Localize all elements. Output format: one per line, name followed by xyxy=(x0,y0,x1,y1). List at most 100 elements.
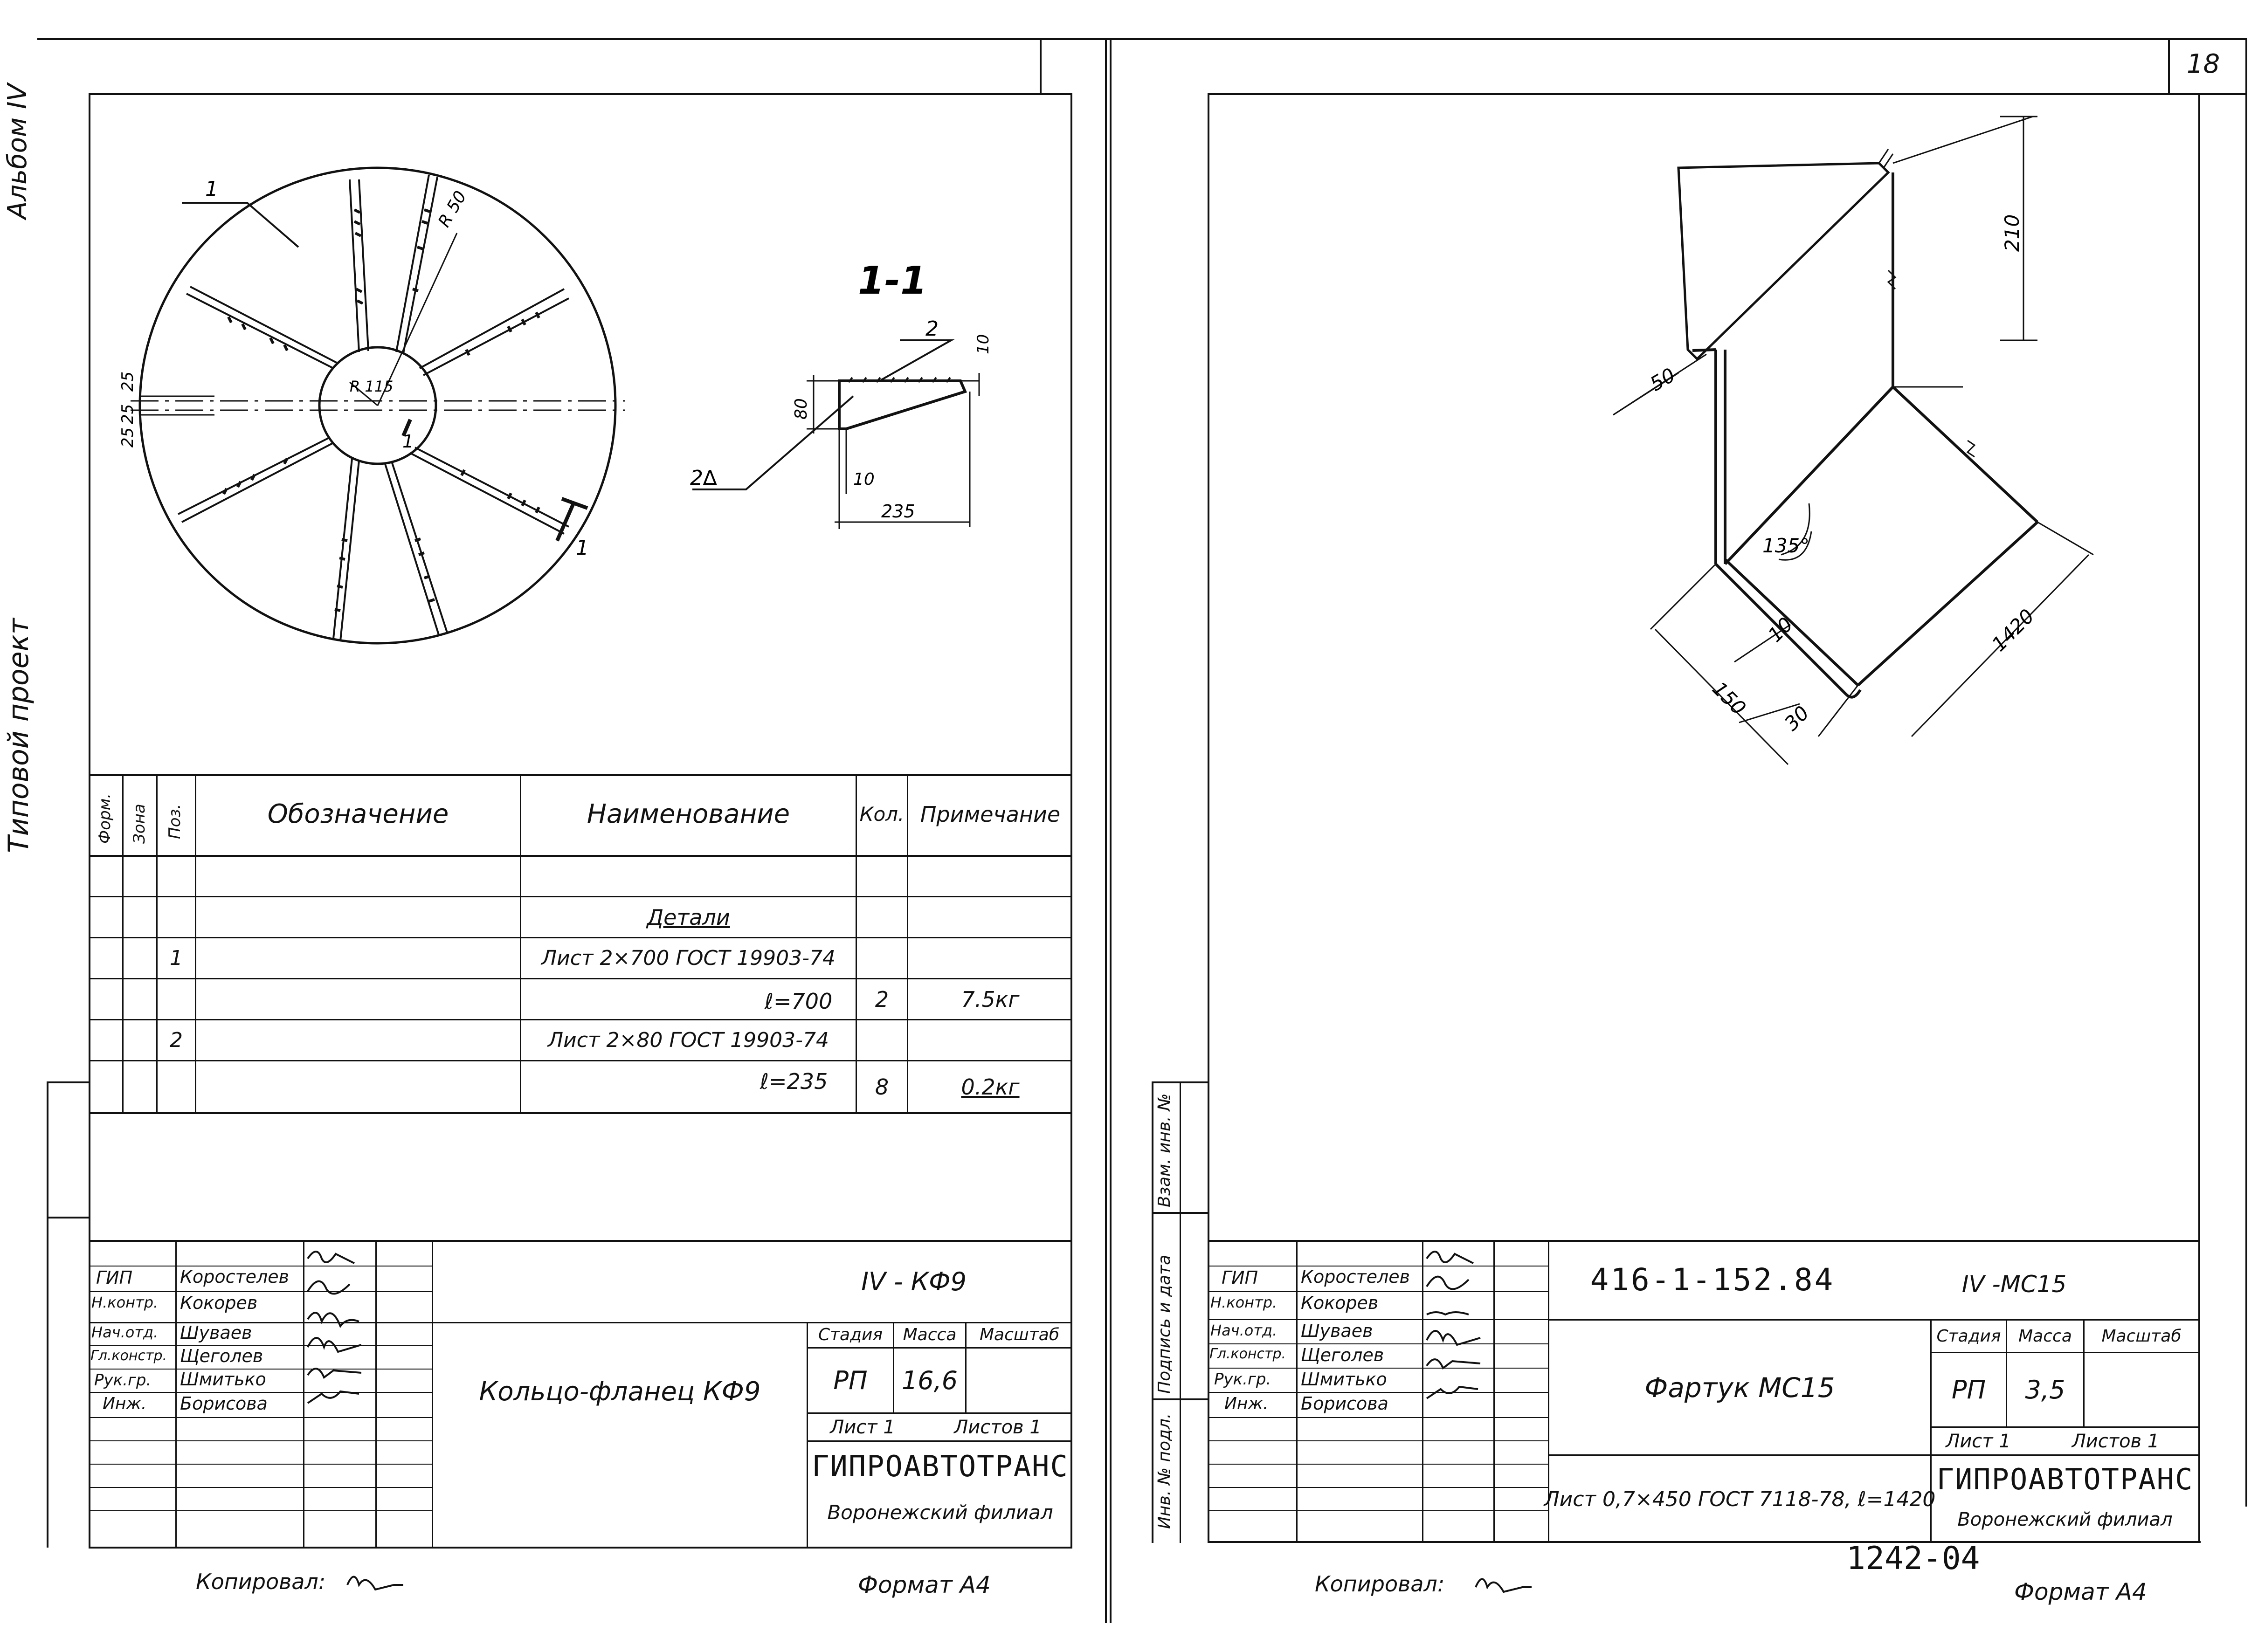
spec-row-note: 7.5кг xyxy=(961,986,1020,1012)
drawing-code: IV -МС15 xyxy=(1961,1271,2067,1298)
signer-role: Гл.констр. xyxy=(1209,1346,1286,1362)
copied-label: Копировал: xyxy=(196,1569,326,1594)
scale-label: Масштаб xyxy=(979,1325,1060,1344)
header-note: Примечание xyxy=(920,802,1061,827)
signer-role: Рук.гр. xyxy=(94,1371,152,1390)
copied-label: Копировал: xyxy=(1315,1571,1445,1597)
dim-1420: 1420 xyxy=(1987,605,2038,656)
section-dim-10-bottom: 10 xyxy=(853,470,875,489)
flange-drawing: 1 R 50 R 115 25 25 25 1 1 1-1 2 2∆ 10 80… xyxy=(118,166,993,645)
signer-name: Борисова xyxy=(1301,1393,1388,1414)
stage-value: РП xyxy=(833,1365,868,1395)
signer-role: Н.контр. xyxy=(91,1294,159,1311)
album-label: Альбом IV xyxy=(2,83,33,219)
scale-label: Масштаб xyxy=(2101,1326,2182,1346)
signer-role: ГИП xyxy=(1222,1267,1258,1288)
org-branch: Воронежский филиал xyxy=(827,1501,1053,1524)
flange-outer-circle xyxy=(138,166,617,645)
sheet-number: Лист 1 xyxy=(1946,1430,2011,1452)
side-label-inv: Инв. № подл. xyxy=(1155,1413,1174,1529)
signer-role: Гл.констр. xyxy=(90,1348,167,1364)
spec-row-qty: 8 xyxy=(875,1074,889,1100)
sheets-total: Листов 1 xyxy=(954,1416,1042,1438)
spec-row-pos: 2 xyxy=(170,1028,183,1052)
signer-name: Коростелев xyxy=(180,1267,290,1287)
dim-25c: 25 xyxy=(118,427,137,447)
header-format: Форм. xyxy=(96,793,114,844)
dim-210: 210 xyxy=(2001,214,2023,252)
flange-inner-circle xyxy=(318,346,437,465)
sheet-number: Лист 1 xyxy=(830,1416,895,1438)
signer-role: Нач.отд. xyxy=(91,1323,159,1341)
signer-name: Кокорев xyxy=(1301,1293,1379,1313)
signer-role: Н.контр. xyxy=(1210,1294,1277,1311)
stage-value: РП xyxy=(1951,1375,1986,1404)
title-block-right: ГИП Коростелев Н.контр. Кокорев Нач.отд.… xyxy=(1208,1240,2198,1543)
mass-value: 3,5 xyxy=(2025,1375,2065,1404)
dim-25a: 25 xyxy=(118,372,137,392)
spec-row-note: 0.2кг xyxy=(961,1074,1020,1100)
signer-role: Рук.гр. xyxy=(1214,1370,1271,1389)
header-name: Наименование xyxy=(587,799,790,829)
spec-row-name: Лист 2×700 ГОСТ 19903-74 xyxy=(541,946,836,970)
signatures xyxy=(307,1251,362,1404)
format-label: Формат А4 xyxy=(858,1571,991,1598)
cut-mark-a: 1 xyxy=(576,536,589,560)
signer-role: Нач.отд. xyxy=(1210,1322,1277,1339)
stage-label: Стадия xyxy=(1936,1326,2001,1346)
doc-number: 416-1-152.84 xyxy=(1590,1261,1835,1298)
signer-name: Щеголев xyxy=(1301,1345,1384,1365)
org-name: ГИПРОАВТОТРАНС xyxy=(812,1449,1069,1483)
right-sheet: 18 Инв. № подл. Подпись и дата Взам. инв… xyxy=(1110,0,2258,1652)
mass-label: Масса xyxy=(2018,1326,2072,1346)
org-name: ГИПРОАВТОТРАНС xyxy=(1936,1462,2194,1496)
callout-part1: 1 xyxy=(205,177,218,201)
project-label: Типовой проект xyxy=(2,618,35,853)
org-branch: Воронежский филиал xyxy=(1957,1509,2173,1530)
signer-name: Коростелев xyxy=(1301,1267,1410,1287)
material-line: Лист 0,7×450 ГОСТ 7118-78, ℓ=1420 xyxy=(1544,1487,1936,1511)
drawing-code: IV - КФ9 xyxy=(861,1267,967,1296)
signer-name: Шмитько xyxy=(180,1369,266,1390)
mass-label: Масса xyxy=(903,1325,957,1344)
spec-row-name: Лист 2×80 ГОСТ 19903-74 xyxy=(548,1028,829,1052)
section-dim-10-top: 10 xyxy=(974,334,993,354)
header-pos: Поз. xyxy=(166,804,184,839)
header-zone: Зона xyxy=(130,804,149,844)
signer-name: Шуваев xyxy=(1301,1321,1373,1341)
dim-angle: 135° xyxy=(1762,534,1809,557)
format-label: Формат А4 xyxy=(2014,1578,2147,1605)
mass-value: 16,6 xyxy=(901,1365,958,1395)
dim-150: 150 xyxy=(1708,677,1750,719)
signer-role: ГИП xyxy=(96,1267,133,1288)
page-number: 18 xyxy=(2187,49,2220,79)
spec-section-title: Детали xyxy=(647,904,730,930)
cut-mark-b: 1 xyxy=(402,431,414,452)
copier-signature xyxy=(1475,1578,1532,1593)
title-block: ГИП Коростелев Н.контр. Кокорев Нач.отд.… xyxy=(89,1240,1072,1548)
signer-name: Шмитько xyxy=(1301,1369,1387,1390)
callout-weld: 2∆ xyxy=(690,466,717,490)
signer-name: Шуваев xyxy=(180,1322,252,1343)
side-label-sign: Подпись и дата xyxy=(1155,1254,1174,1394)
dim-30: 30 xyxy=(1780,702,1813,735)
dim-r115: R 115 xyxy=(350,378,393,395)
copier-signature xyxy=(346,1576,403,1591)
archive-number: 1242-04 xyxy=(1846,1540,1980,1577)
left-sheet: Альбом IV Типовой проект xyxy=(0,0,1110,1652)
section-dim-235: 235 xyxy=(881,501,915,522)
dim-25b: 25 xyxy=(118,404,137,424)
spec-table: Форм. Зона Поз. Обозначение Наименование… xyxy=(89,774,1072,1114)
signer-role: Инж. xyxy=(103,1394,147,1413)
section-title: 1-1 xyxy=(858,259,927,303)
spec-row-name: ℓ=235 xyxy=(760,1069,828,1094)
side-label-replace: Взам. инв. № xyxy=(1155,1093,1174,1207)
callout-part2: 2 xyxy=(925,317,939,341)
header-qty: Кол. xyxy=(859,803,905,826)
spec-row-name: ℓ=700 xyxy=(765,989,833,1014)
spec-row-pos: 1 xyxy=(170,946,183,970)
signatures-right xyxy=(1426,1251,1481,1399)
drawing-title: Фартук МС15 xyxy=(1644,1371,1835,1404)
header-designation: Обозначение xyxy=(267,799,449,829)
